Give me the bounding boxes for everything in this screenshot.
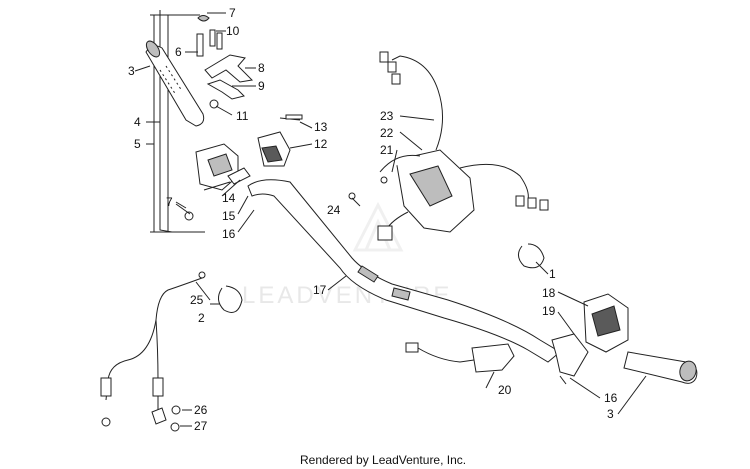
callout-11: 11	[236, 109, 249, 123]
callout-24: 24	[327, 203, 341, 217]
callout-13: 13	[314, 120, 328, 134]
callout-21: 21	[380, 143, 394, 157]
cable-fittings	[170, 405, 181, 432]
callout-8: 8	[258, 61, 265, 75]
callout-19: 19	[542, 304, 556, 318]
clamp-ring-left	[218, 285, 243, 313]
callout-27: 27	[194, 419, 208, 433]
right-switch-housing	[348, 51, 549, 241]
callout-17: 17	[313, 283, 327, 297]
callout-25: 25	[190, 293, 204, 307]
throttle-cable	[100, 271, 206, 427]
callout-3-left: 3	[128, 64, 135, 78]
leader-lines	[134, 12, 647, 427]
callout-16-right: 16	[604, 391, 618, 405]
callout-4: 4	[134, 115, 141, 129]
left-switch-housing	[175, 114, 303, 221]
callout-1: 1	[549, 267, 556, 281]
callout-20: 20	[498, 383, 512, 397]
right-throttle-housing	[551, 293, 629, 385]
callout-14: 14	[222, 191, 236, 205]
heater-harness	[405, 342, 515, 373]
callout-5: 5	[134, 137, 141, 151]
handlebar	[247, 179, 561, 363]
callout-15: 15	[222, 209, 236, 223]
callout-10: 10	[226, 24, 240, 38]
footer-credit: Rendered by LeadVenture, Inc.	[300, 453, 466, 467]
left-hand-grip	[145, 40, 205, 127]
callout-16-left: 16	[222, 227, 236, 241]
callout-labels: 3 4 5 6 7 10 8 9 11 13 12 7 14 15 16 25 …	[128, 6, 618, 433]
callout-23: 23	[380, 109, 394, 123]
callout-2: 2	[198, 311, 205, 325]
callout-7-lower: 7	[166, 195, 173, 209]
clamp-ring-right	[518, 243, 545, 269]
callout-26: 26	[194, 403, 208, 417]
lever-assembly	[196, 15, 254, 109]
right-hand-grip	[623, 351, 698, 384]
callout-3-right: 3	[607, 407, 614, 421]
callout-18: 18	[542, 286, 556, 300]
callout-22: 22	[380, 126, 394, 140]
callout-7-top: 7	[229, 6, 236, 20]
callout-12: 12	[314, 137, 328, 151]
callout-9: 9	[258, 79, 265, 93]
callout-6: 6	[175, 45, 182, 59]
